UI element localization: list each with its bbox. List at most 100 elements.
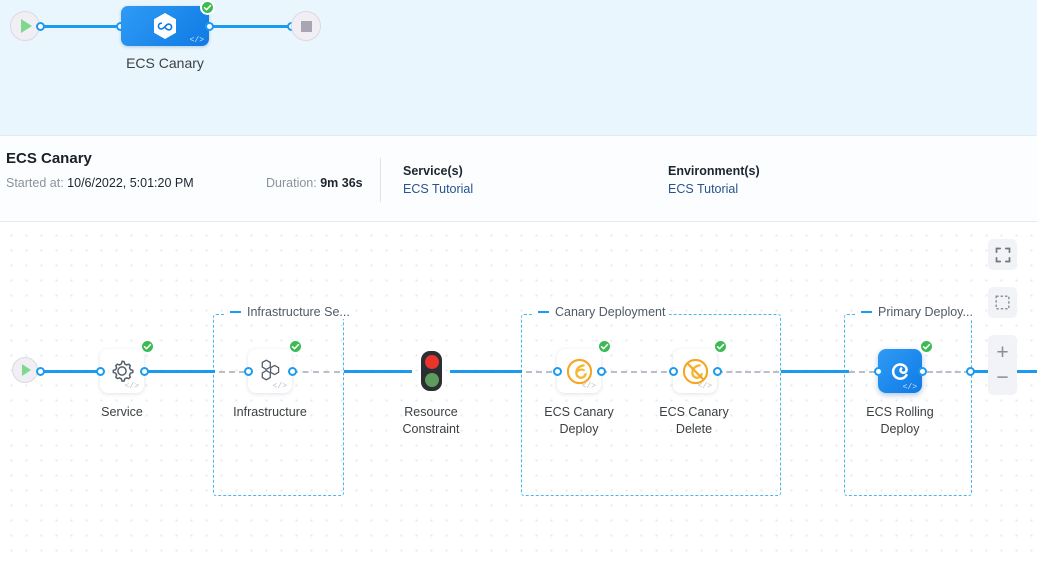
step-node-ecs-rolling-deploy[interactable]: </>	[878, 349, 922, 393]
services-column: Service(s) ECS Tutorial	[403, 164, 473, 196]
edge-service-to-infra-group	[143, 370, 215, 373]
expand-icon	[995, 247, 1011, 263]
environments-label: Environment(s)	[668, 164, 760, 178]
step-node-infrastructure[interactable]: </>	[248, 349, 292, 393]
canary-deploy-in-port[interactable]	[553, 367, 562, 376]
play-icon	[22, 364, 31, 376]
environments-value-link[interactable]: ECS Tutorial	[668, 182, 760, 196]
zoom-out-button[interactable]: −	[996, 366, 1008, 390]
started-at-value: 10/6/2022, 5:01:20 PM	[67, 176, 193, 190]
primary-group-out-port[interactable]	[966, 367, 975, 376]
infrastructure-in-port[interactable]	[244, 367, 253, 376]
zoom-in-button[interactable]: +	[996, 341, 1008, 365]
edge-primary-group-in	[849, 371, 875, 373]
infrastructure-out-port[interactable]	[288, 367, 297, 376]
ecs-swirl-icon	[888, 359, 913, 384]
step-label-service: Service	[72, 404, 172, 421]
status-badge-success	[597, 339, 612, 354]
services-label: Service(s)	[403, 164, 473, 178]
check-icon	[203, 3, 212, 12]
edge-node-to-end	[213, 25, 291, 28]
status-badge-success	[200, 0, 215, 15]
traffic-light-red-icon	[425, 355, 439, 369]
canvas-start-node[interactable]	[12, 357, 38, 383]
status-badge-success	[713, 339, 728, 354]
code-marker-icon: </>	[125, 382, 139, 391]
pipeline-node-label: ECS Canary	[121, 55, 209, 71]
service-in-port[interactable]	[96, 367, 105, 376]
traffic-light-green-icon	[425, 373, 439, 387]
step-node-ecs-canary-delete[interactable]: </>	[673, 349, 717, 393]
execution-graph-canvas[interactable]: Infrastructure Se... Canary Deployment P…	[0, 222, 1037, 564]
edge-infra-group-out	[292, 371, 340, 373]
group-label-text: Infrastructure Se...	[247, 305, 350, 319]
check-icon	[291, 342, 300, 351]
canary-bird-icon	[566, 358, 593, 385]
pipeline-header-strip: </> ECS Canary	[0, 0, 1037, 136]
group-label-text: Canary Deployment	[555, 305, 665, 319]
collapse-toggle-icon[interactable]	[861, 311, 872, 313]
canvas-start-port[interactable]	[36, 367, 45, 376]
info-divider	[380, 158, 381, 202]
edge-canary-to-primary-group	[781, 370, 849, 373]
dashed-square-icon	[995, 295, 1010, 310]
canary-delete-in-port[interactable]	[669, 367, 678, 376]
pipeline-node-ecs-canary[interactable]: </>	[121, 6, 209, 46]
collapse-toggle-icon[interactable]	[538, 311, 549, 313]
duration-value: 9m 36s	[320, 176, 362, 190]
canary-bird-delete-icon	[682, 358, 709, 385]
status-badge-success	[140, 339, 155, 354]
edge-canary-group-in	[526, 371, 552, 373]
step-label-resource-constraint: Resource Constraint	[381, 404, 481, 438]
step-label-ecs-rolling-deploy: ECS Rolling Deploy	[850, 404, 950, 438]
code-marker-icon: </>	[903, 383, 917, 392]
fit-to-screen-button[interactable]	[988, 239, 1017, 270]
step-label-infrastructure: Infrastructure	[215, 404, 325, 421]
environments-column: Environment(s) ECS Tutorial	[668, 164, 760, 196]
started-at-row: Started at: 10/6/2022, 5:01:20 PM	[6, 176, 194, 190]
code-marker-icon: </>	[190, 36, 204, 45]
check-icon	[600, 342, 609, 351]
code-marker-icon: </>	[698, 382, 712, 391]
group-infrastructure-section-label[interactable]: Infrastructure Se...	[226, 305, 354, 319]
rolling-deploy-in-port[interactable]	[874, 367, 883, 376]
service-out-port[interactable]	[140, 367, 149, 376]
status-badge-success	[288, 339, 303, 354]
edge-resource-to-canary-group	[450, 370, 522, 373]
step-node-ecs-canary-deploy[interactable]: </>	[557, 349, 601, 393]
canary-deploy-out-port[interactable]	[597, 367, 606, 376]
step-label-ecs-canary-deploy: ECS Canary Deploy	[529, 404, 629, 438]
check-icon	[922, 342, 931, 351]
group-canary-deployment-label[interactable]: Canary Deployment	[534, 305, 669, 319]
check-icon	[143, 342, 152, 351]
select-area-button[interactable]	[988, 287, 1017, 318]
hex-cluster-icon	[257, 359, 283, 383]
step-node-service[interactable]: </>	[100, 349, 144, 393]
step-label-ecs-canary-delete: ECS Canary Delete	[644, 404, 744, 438]
services-value-link[interactable]: ECS Tutorial	[403, 182, 473, 196]
canary-delete-out-port[interactable]	[713, 367, 722, 376]
pipeline-end-node[interactable]	[291, 11, 321, 41]
code-marker-icon: </>	[582, 382, 596, 391]
edge-primary-group-out	[927, 371, 970, 373]
code-marker-icon: </>	[273, 382, 287, 391]
play-icon	[21, 19, 32, 33]
harness-hex-icon	[152, 12, 178, 40]
gear-icon	[109, 358, 135, 384]
edge-infra-to-resource	[344, 370, 412, 373]
collapse-toggle-icon[interactable]	[230, 311, 241, 313]
page-title: ECS Canary	[6, 150, 92, 167]
step-node-resource-constraint[interactable]	[421, 351, 442, 391]
edge-start-to-node	[44, 25, 120, 28]
edge-infra-group-in	[219, 371, 245, 373]
duration-row: Duration: 9m 36s	[266, 176, 363, 190]
rolling-deploy-out-port[interactable]	[918, 367, 927, 376]
duration-label: Duration:	[266, 176, 317, 190]
edge-canary-group-out	[717, 371, 779, 373]
group-label-text: Primary Deploy...	[878, 305, 973, 319]
zoom-controls[interactable]: + −	[988, 335, 1017, 395]
group-primary-deployment-label[interactable]: Primary Deploy...	[857, 305, 977, 319]
stop-square-icon	[301, 21, 312, 32]
started-at-label: Started at:	[6, 176, 64, 190]
execution-info-bar: ECS Canary Started at: 10/6/2022, 5:01:2…	[0, 136, 1037, 222]
